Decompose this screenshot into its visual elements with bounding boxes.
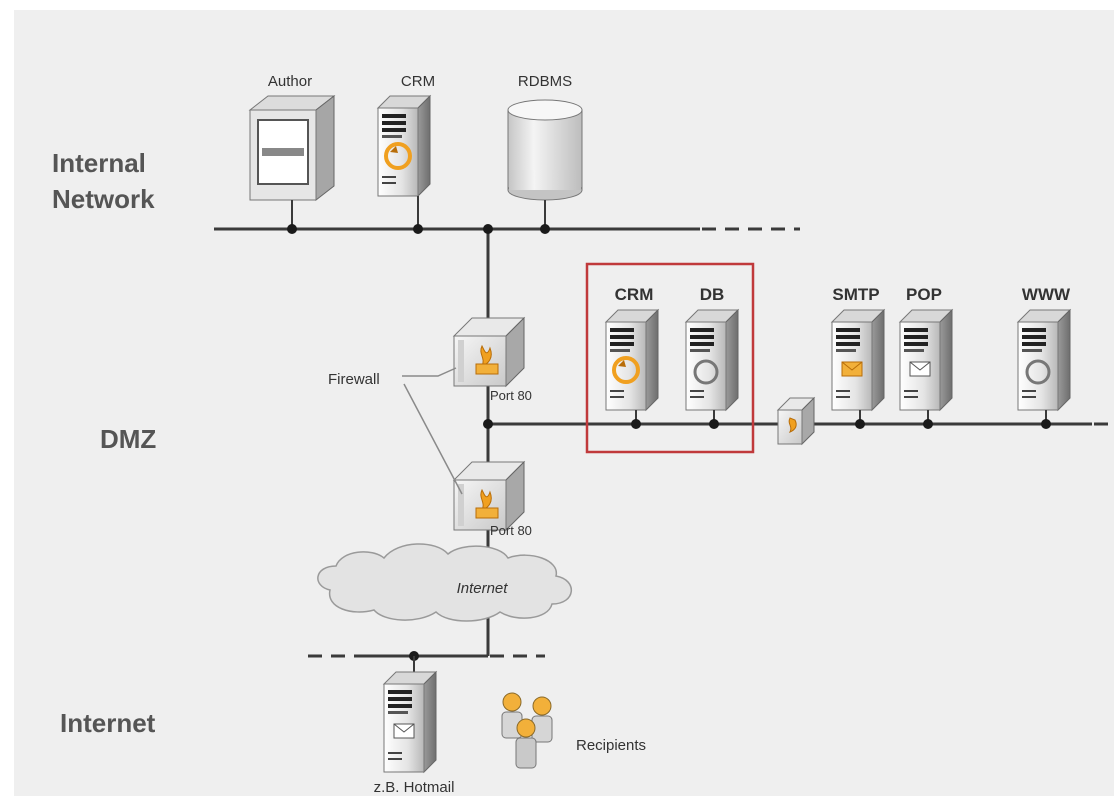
dmz-db-connection-point [709, 419, 719, 429]
internal-crm-connection-point [413, 224, 423, 234]
dmz-highlight-box [585, 262, 755, 454]
www-label: WWW [1022, 285, 1071, 304]
internal-crm-server [377, 95, 431, 229]
firewall-top [453, 317, 525, 387]
dmz-db-label: DB [700, 285, 725, 304]
firewall-leader-bottom [403, 383, 463, 495]
dmz-inner-firewall [776, 396, 816, 446]
smtp-label: SMTP [832, 285, 879, 304]
trunk-internal-junction [483, 224, 493, 234]
author-connection-point [287, 224, 297, 234]
pop-server [899, 309, 953, 424]
author-label: Author [268, 73, 312, 90]
firewall-leader-top [402, 367, 457, 377]
zone-dmz-label: DMZ [100, 424, 156, 454]
rdbms-label: RDBMS [518, 73, 572, 90]
www-connection-point [1041, 419, 1051, 429]
hotmail-label: z.B. Hotmail [374, 779, 455, 796]
pop-connection-point [923, 419, 933, 429]
hotmail-server [383, 671, 437, 773]
cloud-label: Internet [457, 580, 509, 597]
pop-label: POP [906, 285, 942, 304]
recipients-icon [501, 692, 553, 769]
zone-internet-label: Internet [60, 708, 156, 738]
firewall-bottom [453, 461, 525, 531]
internet-cloud [317, 543, 573, 622]
author-workstation [248, 94, 336, 229]
recipients-label: Recipients [576, 737, 646, 754]
dmz-crm-server [605, 309, 659, 424]
zone-internal-network-line1: Internal [52, 148, 146, 178]
dmz-crm-label: CRM [615, 285, 654, 304]
internal-crm-label: CRM [401, 73, 435, 90]
trunk-dmz-junction [483, 419, 493, 429]
rdbms-connection-point [540, 224, 550, 234]
firewall-label: Firewall [328, 371, 380, 388]
rdbms-database [507, 99, 583, 229]
firewall-top-port-label: Port 80 [490, 388, 532, 403]
dmz-crm-connection-point [631, 419, 641, 429]
smtp-connection-point [855, 419, 865, 429]
firewall-bottom-port-label: Port 80 [490, 523, 532, 538]
zone-internal-network-line2: Network [52, 184, 155, 214]
